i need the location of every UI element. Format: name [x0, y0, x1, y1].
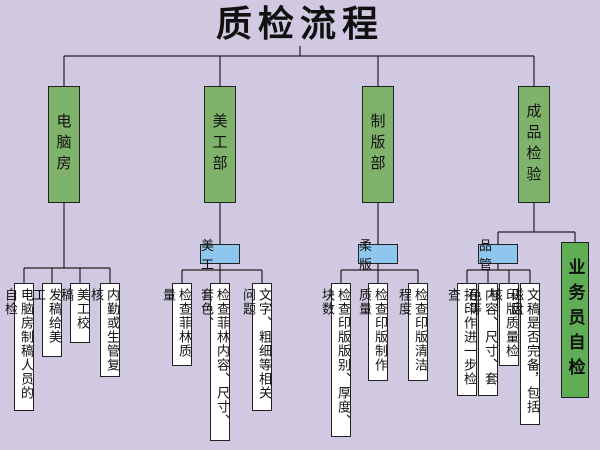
task-plate-type: 检查印版版别、厚度、块数: [319, 283, 351, 437]
department-computer-room: 电脑房: [48, 86, 80, 203]
task-plate-quality: 检查印版制作质量: [356, 283, 388, 381]
task-text-thickness: 文字、粗细等相关问题: [240, 283, 272, 411]
task-plate-cleanliness: 检查印版清洁程度: [396, 283, 428, 381]
task-rubbing-check: 拓印作进一步检查: [445, 283, 477, 396]
subgroup-flexo: 柔 版: [358, 239, 398, 273]
task-content-size-color: 内容、尺寸、套色等: [466, 283, 498, 396]
task-document-complete: 文稿是否完备，包括磁盘: [508, 283, 540, 425]
task-review: 内勤或生管复核: [88, 283, 120, 377]
subgroup-quality-control: 品 管: [478, 239, 518, 273]
department-art: 美工部: [204, 86, 236, 203]
subgroup-art: 美 工: [200, 239, 240, 273]
department-plate-making: 制版部: [362, 86, 394, 203]
task-operator-self-check: 电脑房制稿人员的自检: [2, 283, 34, 411]
task-art-proofread: 美工校稿: [58, 283, 90, 343]
page-title: 质检流程: [215, 4, 384, 45]
task-send-to-art: 发稿给美工: [30, 283, 62, 357]
task-film-content: 检查菲林内容、尺寸、套色、: [198, 283, 230, 441]
task-film-quality: 检查菲林质量: [160, 283, 192, 366]
task-plate-quality-check: 印版质量检核: [487, 283, 519, 366]
department-finished-inspection: 成品检验: [518, 86, 550, 203]
salesperson-self-check: 业务员自检: [561, 242, 589, 398]
